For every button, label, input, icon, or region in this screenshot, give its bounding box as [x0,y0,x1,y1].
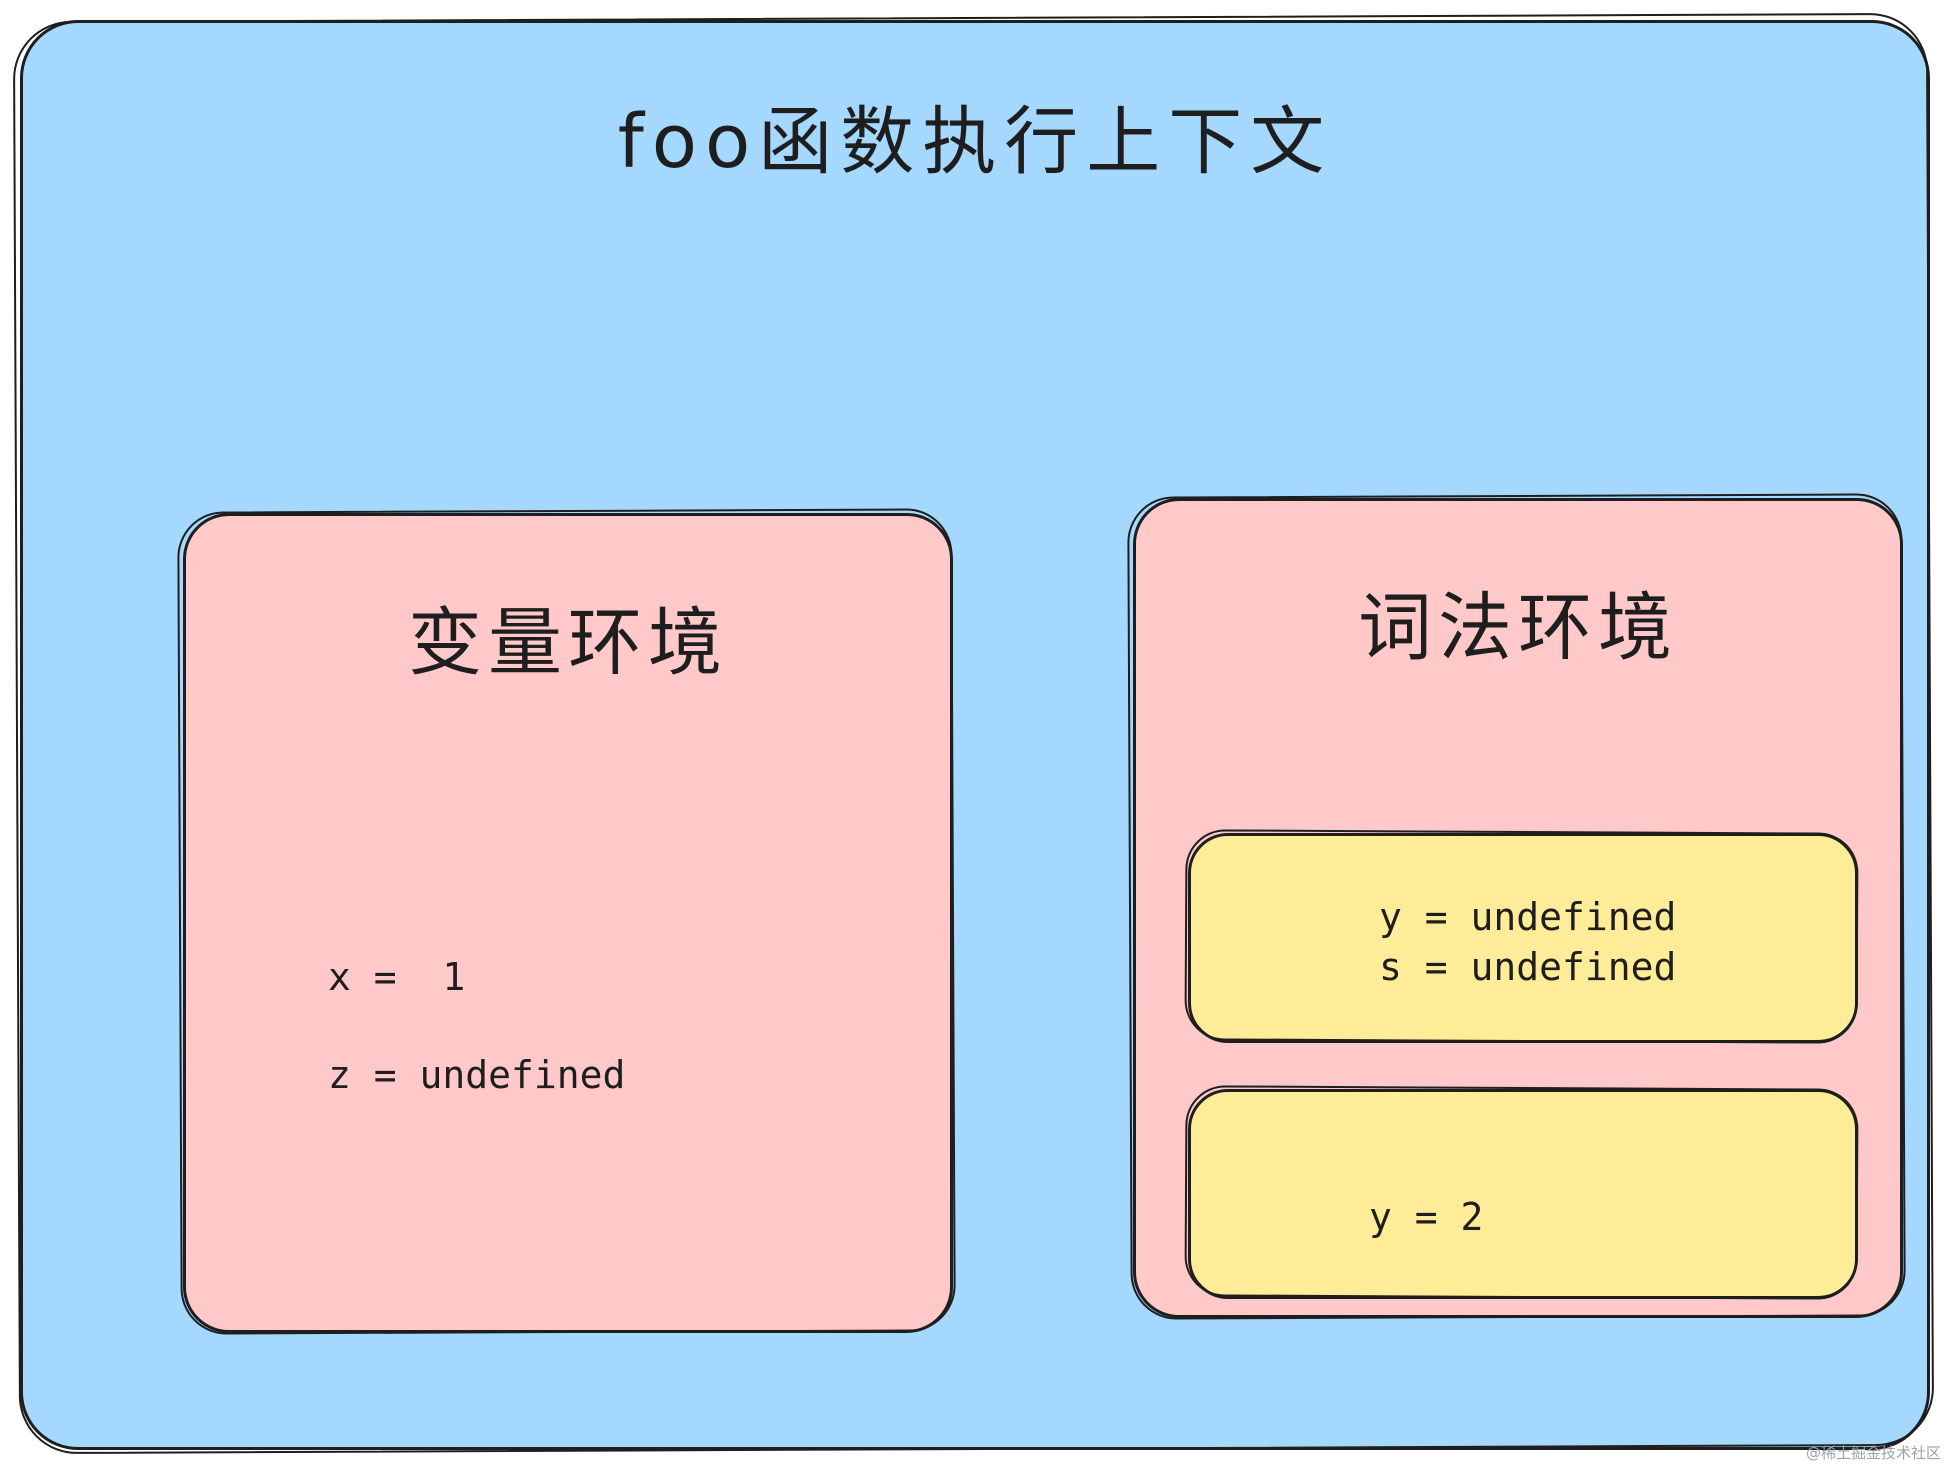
variable-environment-box: 变量环境 x = 1 z = undefined [183,513,953,1333]
lexical-entry: y = 2 [1369,1195,1484,1239]
variable-entry: z = undefined [328,1053,626,1097]
variable-entry: x = 1 [328,955,466,999]
execution-context-title: foo函数执行上下文 [617,99,1333,185]
lexical-entry: y = undefined [1379,895,1677,939]
lexical-block: y = undefined s = undefined [1188,833,1858,1043]
execution-context-box: foo函数执行上下文 变量环境 x = 1 z = undefined 词法环境… [20,20,1930,1450]
watermark: @稀土掘金技术社区 [1805,1444,1941,1462]
lexical-environment-title: 词法环境 [1358,585,1678,671]
lexical-environment-box: 词法环境 y = undefined s = undefined y = 2 [1133,498,1903,1318]
variable-environment-title: 变量环境 [408,600,728,686]
lexical-entry: s = undefined [1379,945,1677,989]
lexical-block: y = 2 [1188,1089,1858,1299]
